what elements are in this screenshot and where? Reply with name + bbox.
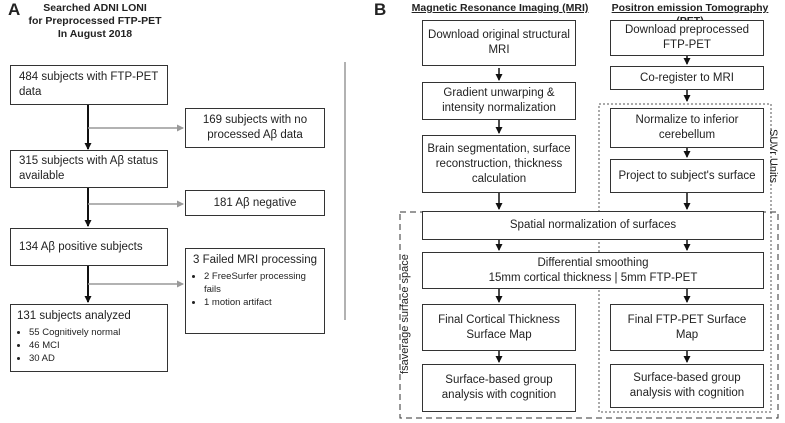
list-item: 1 motion artifact [204, 296, 318, 309]
box-normalize-cerebellum: Normalize to inferior cerebellum [610, 108, 764, 148]
box-project-surface: Project to subject's surface [610, 159, 764, 193]
box-mri-group-analysis: Surface-based group analysis with cognit… [422, 364, 576, 412]
box-3-failed-list: 2 FreeSurfer processing fails 1 motion a… [192, 270, 318, 309]
list-item: 2 FreeSurfer processing fails [204, 270, 318, 296]
list-item: 55 Cognitively normal [29, 326, 120, 339]
box-pet-group-analysis: Surface-based group analysis with cognit… [610, 364, 764, 408]
box-131-title: 131 subjects analyzed [17, 310, 131, 322]
panel-b-letter: B [374, 0, 387, 19]
panel-a-header: Searched ADNI LONI for Preprocessed FTP-… [20, 2, 170, 41]
panel-a-header-line2: for Preprocessed FTP-PET [28, 15, 162, 27]
fsaverage-label: fsaverage surface space [399, 254, 411, 374]
box-brain-segmentation: Brain segmentation, surface reconstructi… [422, 135, 576, 193]
box-315-subjects: 315 subjects with Aβ status available [10, 150, 168, 188]
box-gradient-unwarping: Gradient unwarping & intensity normaliza… [422, 82, 576, 120]
fsaverage-region [399, 211, 779, 419]
box-differential-smoothing: Differential smoothing 15mm cortical thi… [422, 252, 764, 289]
box-spatial-normalization: Spatial normalization of surfaces [422, 211, 764, 240]
smoothing-line2: 15mm cortical thickness | 5mm FTP-PET [488, 271, 698, 284]
box-final-pet-map: Final FTP-PET Surface Map [610, 304, 764, 351]
box-169-excluded: 169 subjects with no processed Aβ data [185, 108, 325, 148]
panel-a-header-line1: Searched ADNI LONI [43, 2, 147, 14]
box-181-negative: 181 Aβ negative [185, 190, 325, 216]
box-3-failed-title: 3 Failed MRI processing [193, 254, 317, 266]
list-item: 30 AD [29, 352, 120, 365]
box-download-pet: Download preprocessed FTP-PET [610, 20, 764, 56]
suvr-label: SUVr Units [767, 129, 779, 183]
box-coregister: Co-register to MRI [610, 66, 764, 90]
box-484-subjects: 484 subjects with FTP-PET data [10, 65, 168, 105]
box-134-subjects: 134 Aβ positive subjects [10, 228, 168, 266]
box-final-thickness-map: Final Cortical Thickness Surface Map [422, 304, 576, 351]
box-131-list: 55 Cognitively normal 46 MCI 30 AD [17, 326, 120, 365]
box-131-analyzed: 131 subjects analyzed 55 Cognitively nor… [10, 304, 168, 372]
list-item: 46 MCI [29, 339, 120, 352]
box-3-failed: 3 Failed MRI processing 2 FreeSurfer pro… [185, 248, 325, 334]
smoothing-line1: Differential smoothing [537, 256, 649, 269]
box-download-mri: Download original structural MRI [422, 20, 576, 66]
panel-a-letter: A [8, 0, 21, 19]
panel-a-header-line3: In August 2018 [57, 28, 133, 40]
mri-header: Magnetic Resonance Imaging (MRI) [411, 2, 589, 14]
